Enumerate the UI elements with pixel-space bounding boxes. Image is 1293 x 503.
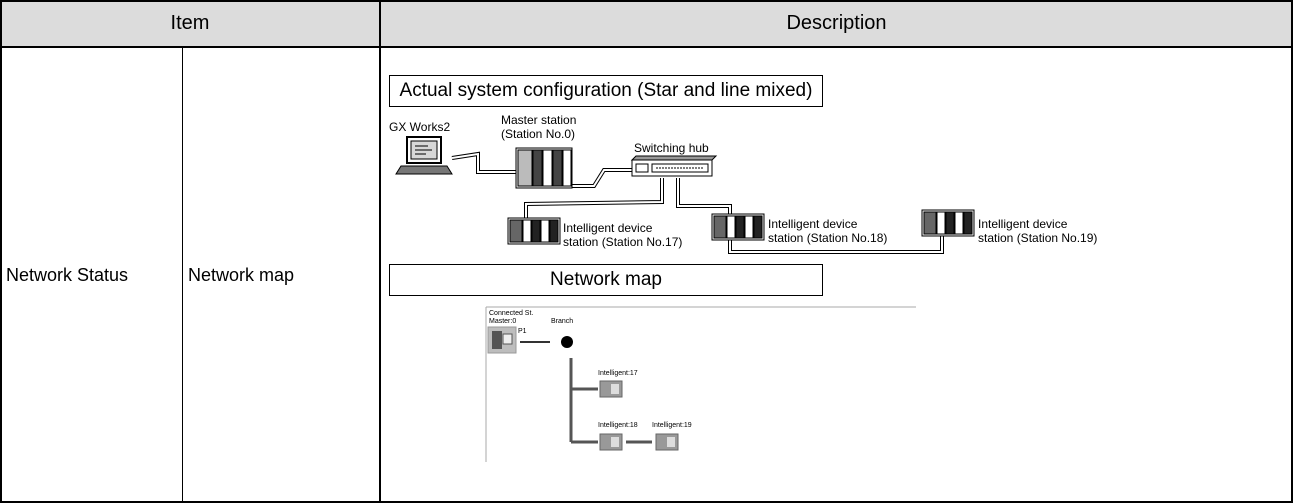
intelligent-19-label: Intelligent:19 bbox=[652, 422, 692, 429]
actual-system-title-box: Actual system configuration (Star and li… bbox=[389, 75, 823, 107]
subcolumn-divider bbox=[182, 47, 183, 503]
dev17-label-line2: station (Station No.17) bbox=[563, 235, 682, 249]
branch-label: Branch bbox=[551, 318, 573, 325]
intelligent-device-17-icon bbox=[507, 217, 561, 245]
network-map-view: Connected St. Master:0 P1 Branch Intelli… bbox=[485, 306, 916, 462]
dev18-label-line2: station (Station No.18) bbox=[768, 231, 887, 245]
header-description: Description bbox=[786, 11, 887, 34]
switching-hub-label: Switching hub bbox=[634, 141, 709, 155]
header-item-cell: Item bbox=[1, 0, 379, 46]
network-map-title-box: Network map bbox=[389, 264, 823, 296]
header-divider bbox=[0, 46, 1293, 48]
gx-works-label: GX Works2 bbox=[389, 120, 450, 134]
column-divider bbox=[379, 0, 381, 503]
dev17-label-line1: Intelligent device bbox=[563, 221, 653, 235]
master-station-label-line1: Master station bbox=[501, 113, 576, 127]
table-border-left bbox=[0, 0, 2, 503]
switching-hub-icon bbox=[630, 155, 718, 177]
header-description-cell: Description bbox=[381, 0, 1292, 46]
master-station-label-line2: (Station No.0) bbox=[501, 127, 575, 141]
table-border-right bbox=[1291, 0, 1293, 503]
intelligent-17-label: Intelligent:17 bbox=[598, 370, 638, 377]
connected-st-label: Connected St. bbox=[489, 310, 533, 317]
master-node-label: Master:0 bbox=[489, 318, 516, 325]
intelligent-device-18-icon bbox=[711, 213, 765, 241]
laptop-icon bbox=[395, 136, 453, 175]
table-border-bottom bbox=[0, 501, 1293, 503]
actual-system-title: Actual system configuration (Star and li… bbox=[399, 80, 813, 101]
branch-node-icon bbox=[561, 336, 573, 348]
intelligent-18-label: Intelligent:18 bbox=[598, 422, 638, 429]
port-label: P1 bbox=[518, 328, 527, 335]
row-subitem-label: Network map bbox=[188, 265, 295, 285]
table-border-top bbox=[0, 0, 1293, 2]
dev18-label-line1: Intelligent device bbox=[768, 217, 858, 231]
dev19-label-line2: station (Station No.19) bbox=[978, 231, 1097, 245]
intelligent-device-19-icon bbox=[921, 209, 975, 237]
master-station-icon bbox=[515, 147, 573, 189]
row-item-label: Network Status bbox=[6, 265, 129, 285]
cable-master-hub bbox=[562, 168, 640, 188]
header-item: Item bbox=[170, 11, 210, 34]
network-map-title: Network map bbox=[550, 269, 662, 290]
dev19-label-line1: Intelligent device bbox=[978, 217, 1068, 231]
